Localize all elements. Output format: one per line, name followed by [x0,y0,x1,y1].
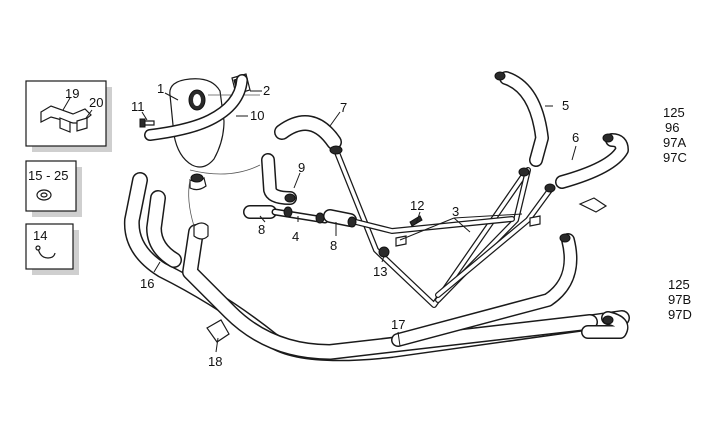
inset-clamp-14: 14 [25,223,79,275]
callout-14: 14 [33,228,47,243]
callout-12: 12 [410,198,424,213]
callout-4: 4 [292,229,299,244]
inset-clamp-15-25: 15 - 25 [25,160,82,217]
callout-8-right: 8 [330,238,337,253]
model-code: 97B [668,292,691,307]
callout-16: 16 [140,276,154,291]
callout-20: 20 [89,95,103,110]
callout-6: 6 [572,130,579,145]
callout-19: 19 [65,86,79,101]
model-code: 97C [663,150,687,165]
callout-13: 13 [373,264,387,279]
model-codes-bottom: 125 97B 97D [668,277,692,322]
callout-17: 17 [391,317,405,332]
model-code: 96 [665,120,679,135]
hoses [123,71,630,362]
leader-lines [153,105,577,353]
callout-10: 10 [250,108,264,123]
callout-3: 3 [452,204,459,219]
inset-clamp-19-20: 19 20 [25,80,112,152]
model-codes-top: 125 96 97A 97C [663,105,687,165]
callout-1: 1 [157,81,164,96]
callout-11: 11 [131,99,145,114]
model-code: 97D [668,307,692,322]
callout-9: 9 [298,160,305,175]
model-code: 97A [663,135,686,150]
callout-5: 5 [562,98,569,113]
clamps [188,71,614,343]
callout-15-25: 15 - 25 [28,168,68,183]
callout-8-left: 8 [258,222,265,237]
callout-labels: 5 6 7 9 8 4 8 3 12 13 16 17 18 [140,98,579,369]
callout-18: 18 [208,354,222,369]
model-code: 125 [668,277,690,292]
callout-2: 2 [263,83,270,98]
model-code: 125 [663,105,685,120]
callout-7: 7 [340,100,347,115]
